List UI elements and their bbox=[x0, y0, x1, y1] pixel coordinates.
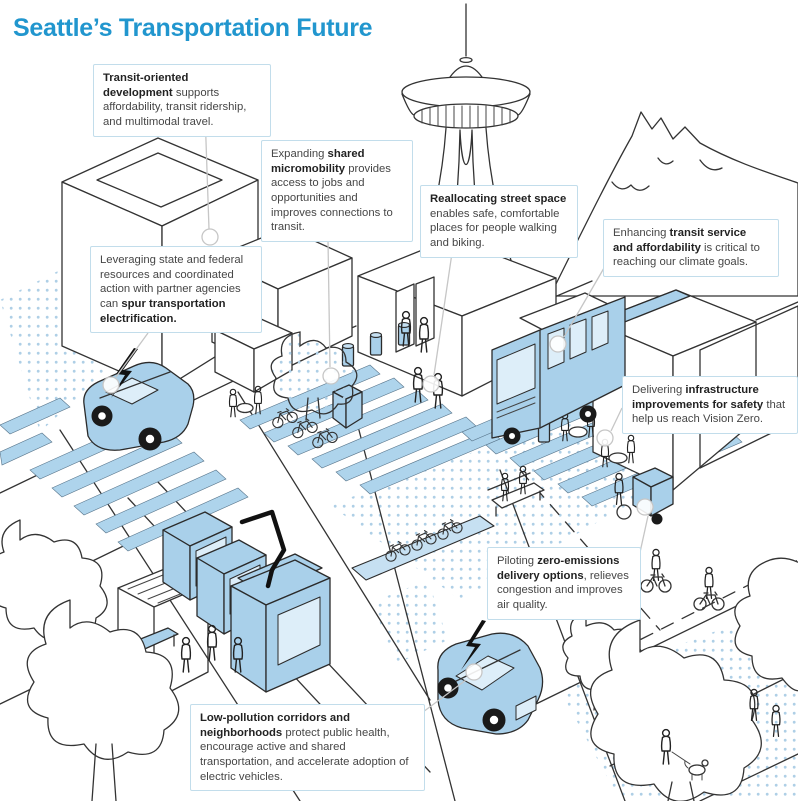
callout-shared-micromobility: Expanding shared micromobility provides … bbox=[261, 140, 413, 243]
callout-zero-emissions-delivery: Piloting zero-emissions delivery options… bbox=[487, 547, 641, 620]
electric-bus-icon bbox=[491, 292, 626, 445]
callout-text: Leveraging state and federal resources a… bbox=[100, 254, 244, 311]
callout-text: , relieves congestion and improves air q… bbox=[497, 569, 629, 612]
leader-lines bbox=[102, 111, 654, 713]
callout-text-bold: zero-emissions delivery options bbox=[497, 555, 620, 582]
callout-infrastructure-improvements-for-safety: Delivering infrastructure improvements f… bbox=[622, 376, 798, 435]
callout-text: that help us reach Vision Zero. bbox=[632, 398, 786, 426]
tree-icon bbox=[26, 599, 180, 760]
lightning-bolt-icon bbox=[461, 620, 486, 670]
callout-transit-oriented-development: Transit-oriented development supports af… bbox=[93, 64, 271, 137]
callout-text-bold: Transit-oriented development bbox=[103, 72, 189, 99]
callout-text: enables safe, comfortable places for peo… bbox=[430, 207, 560, 250]
tree-icon bbox=[734, 557, 798, 692]
callout-text: supports affordability, transit ridershi… bbox=[103, 86, 247, 129]
street-bench bbox=[487, 465, 545, 517]
callout-transportation-electrification: Leveraging state and federal resources a… bbox=[90, 246, 262, 334]
callout-text-bold: transit service and affordability bbox=[613, 227, 747, 254]
callout-transit-service-and-affordability: Enhancing transit service and affordabil… bbox=[603, 219, 779, 278]
callout-text: Enhancing bbox=[613, 227, 670, 239]
pedestrians bbox=[206, 310, 781, 781]
bicyclists bbox=[640, 548, 725, 611]
tree-icon bbox=[590, 619, 762, 801]
callout-text: is critical to reaching our climate goal… bbox=[613, 241, 760, 269]
electric-car-icon bbox=[437, 620, 544, 735]
callout-text: Piloting bbox=[497, 555, 538, 567]
dog-walker bbox=[660, 728, 709, 781]
callout-text: Expanding bbox=[271, 148, 328, 160]
callout-text-bold: Reallocating street space bbox=[430, 193, 567, 205]
callout-text: Delivering bbox=[632, 384, 686, 396]
callout-text-bold: spur transportation electrification. bbox=[100, 298, 226, 325]
lane-dashes bbox=[519, 469, 661, 631]
callout-text-bold: Low-pollution corridors and neighborhood… bbox=[200, 712, 350, 739]
callout-reallocating-street-space: Reallocating street space enables safe, … bbox=[420, 185, 578, 258]
doorway bbox=[415, 276, 435, 347]
outdoor-dining bbox=[228, 385, 636, 468]
callout-low-pollution-corridors: Low-pollution corridors and neighborhood… bbox=[190, 704, 425, 792]
tree-icon bbox=[270, 331, 358, 415]
page-title: Seattle’s Transportation Future bbox=[13, 14, 373, 42]
streetcar-platform bbox=[351, 515, 495, 581]
callout-text: protect public health, encourage active … bbox=[200, 726, 409, 783]
dotted-pavement bbox=[372, 580, 448, 664]
lightning-bolt-icon bbox=[111, 348, 138, 398]
pantograph bbox=[239, 509, 287, 589]
callout-text-bold: infrastructure improvements for safety bbox=[632, 384, 764, 411]
trees bbox=[0, 331, 798, 801]
callout-text-bold: shared micromobility bbox=[271, 148, 365, 175]
streetcar-icon bbox=[162, 509, 331, 693]
callout-text: provides access to jobs and opportunitie… bbox=[271, 162, 393, 234]
